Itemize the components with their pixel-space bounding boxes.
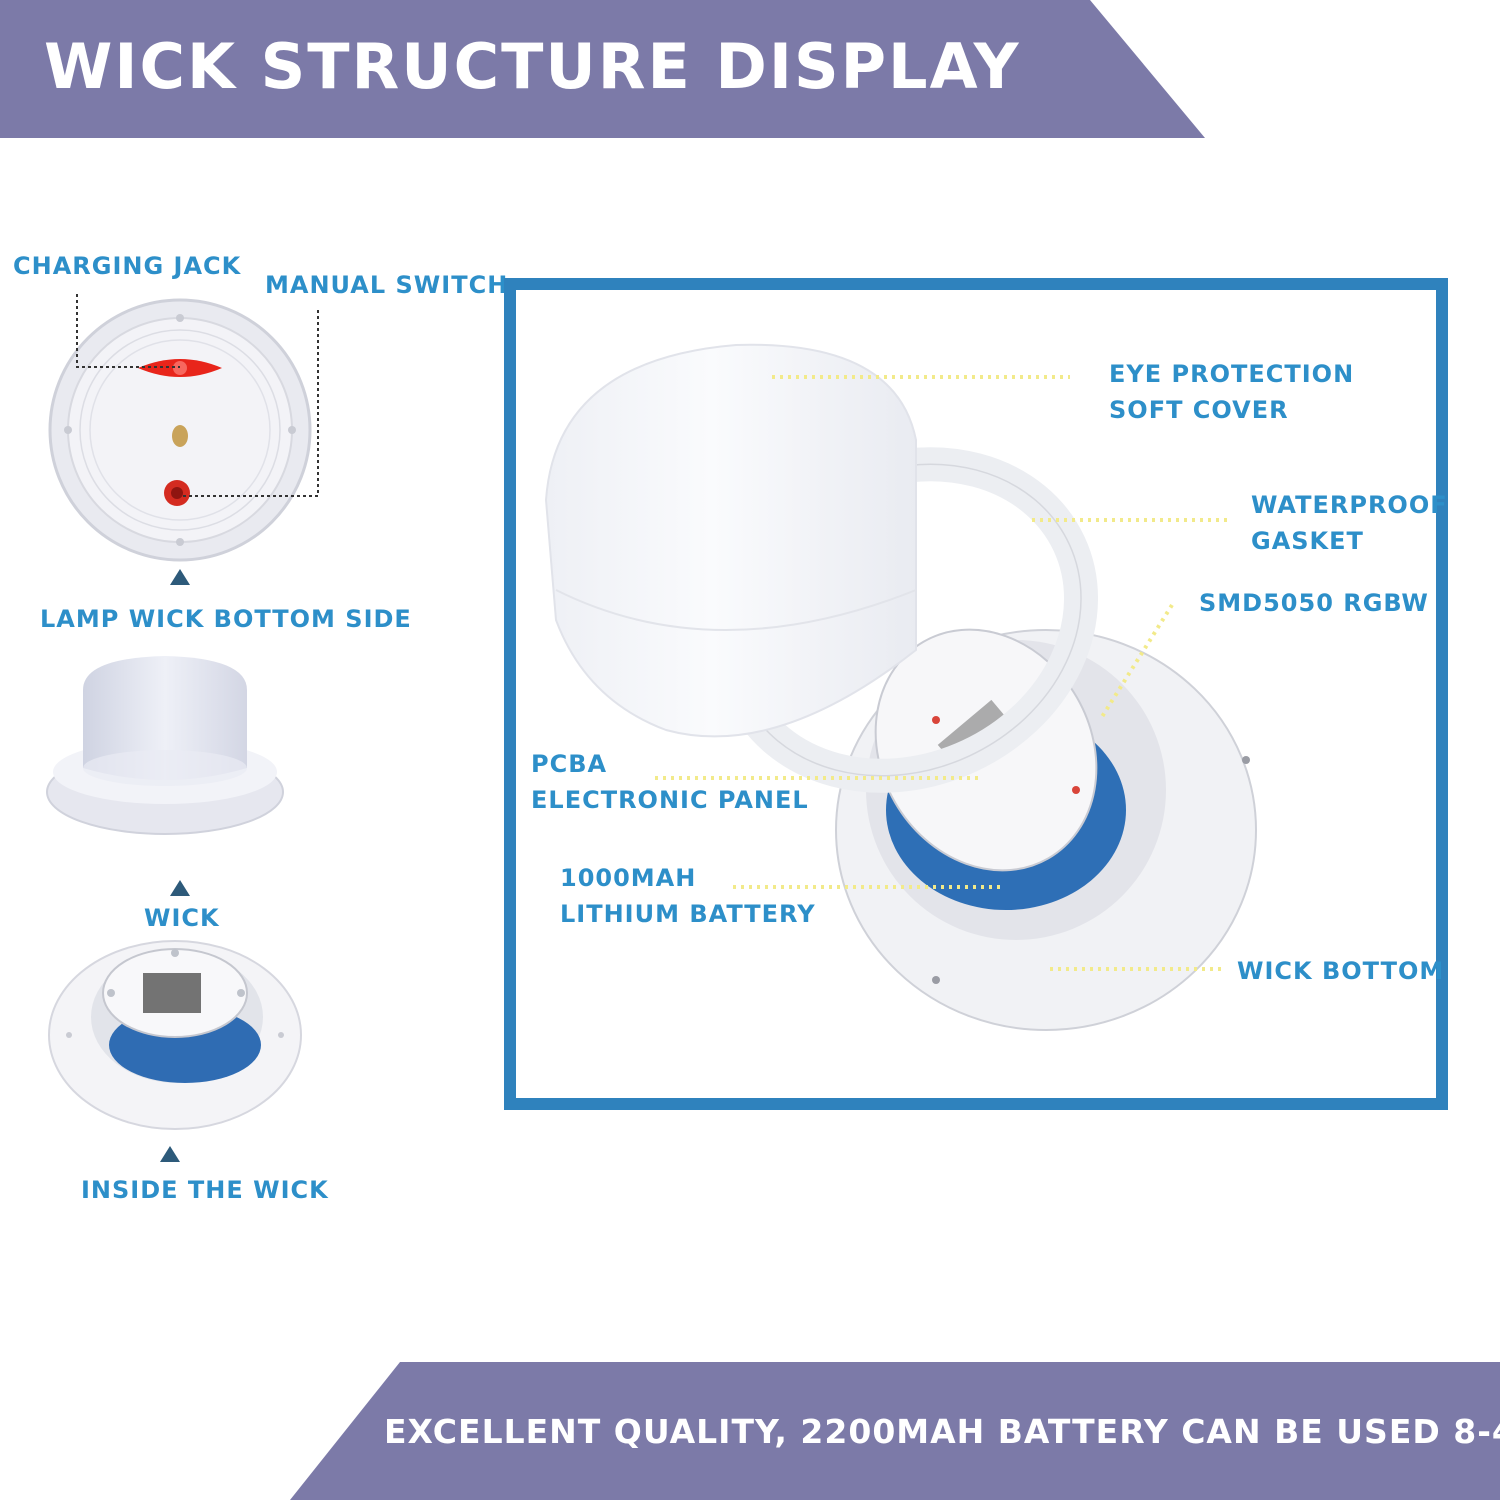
battery-label-line2: LITHIUM BATTERY [560, 900, 816, 928]
diagram-leader-lines [655, 375, 1232, 971]
bottom-side-label: LAMP WICK BOTTOM SIDE [40, 605, 412, 633]
triangle-up-icon [160, 1146, 180, 1162]
triangle-up-icon [170, 880, 190, 896]
wick-label: WICK [144, 904, 220, 932]
gasket-label-line2: GASKET [1251, 527, 1364, 555]
pcba-label-line1: PCBA [531, 750, 608, 778]
triangle-up-icon [170, 569, 190, 585]
exploded-diagram-image [544, 343, 1257, 1031]
page-title: WICK STRUCTURE DISPLAY [44, 30, 1021, 103]
pcba-label-line2: ELECTRONIC PANEL [531, 786, 809, 814]
left-leader-lines [76, 294, 319, 497]
cover-label-line2: SOFT COVER [1109, 396, 1289, 424]
battery-label-line1: 1000MAH [560, 864, 697, 892]
wick-image [46, 656, 284, 835]
cover-label-line1: EYE PROTECTION [1109, 360, 1355, 388]
wick-bottom-label: WICK BOTTOM [1237, 957, 1445, 985]
charging-jack-label: CHARGING JACK [13, 252, 242, 280]
inside-wick-label: INSIDE THE WICK [81, 1176, 329, 1204]
footer-banner [290, 1362, 1500, 1500]
footer-text: EXCELLENT QUALITY, 2200MAH BATTERY CAN B… [384, 1412, 1500, 1451]
header-banner [0, 0, 1205, 138]
inside-wick-image [48, 940, 302, 1130]
manual-switch-label: MANUAL SWITCH [265, 271, 509, 299]
led-label: SMD5050 RGBW [1199, 589, 1429, 617]
gasket-label-line1: WATERPROOF [1251, 491, 1448, 519]
